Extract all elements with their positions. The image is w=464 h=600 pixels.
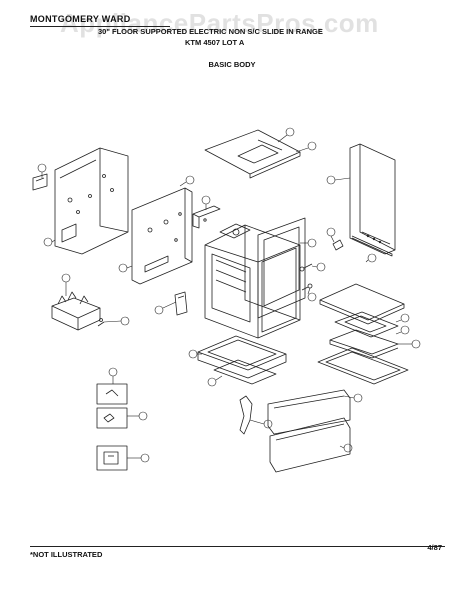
model-description: 30" FLOOR SUPPORTED ELECTRIC NON S/C SLI… (98, 27, 323, 36)
footnote: *NOT ILLUSTRATED (30, 550, 103, 559)
door-panel (269, 417, 351, 473)
switch-assembly (51, 291, 101, 331)
footer-rule (30, 546, 445, 547)
inset-box-2 (96, 407, 128, 429)
storage-drawer-liner (317, 347, 409, 385)
clip (97, 318, 105, 327)
revision-date: 4/87 (427, 543, 442, 552)
broiler-pan (334, 311, 399, 338)
callouts (37, 127, 421, 463)
side-panel (131, 187, 193, 285)
header-rule (30, 26, 170, 27)
drawer-slide (213, 359, 277, 385)
oven-body (204, 223, 301, 339)
storage-drawer-front (267, 389, 351, 435)
leg-bolt (301, 283, 313, 291)
back-panel (54, 147, 129, 255)
screw (332, 239, 344, 251)
brand-name: MONTGOMERY WARD (30, 14, 131, 24)
door-hinge (239, 395, 253, 435)
side-panel-right (349, 143, 396, 257)
bracket (192, 205, 221, 229)
leveling-leg (299, 263, 313, 272)
oven-rack (319, 283, 405, 325)
terminal-cover (32, 173, 48, 191)
inset-box-3 (96, 445, 128, 471)
cooktop-top (204, 129, 301, 179)
drawer-body (197, 335, 287, 379)
inset-box-1 (96, 383, 128, 405)
hinge-bracket (174, 291, 188, 316)
model-number: KTM 4507 LOT A (185, 38, 245, 47)
oven-frame (257, 217, 306, 319)
section-title: BASIC BODY (208, 60, 256, 69)
